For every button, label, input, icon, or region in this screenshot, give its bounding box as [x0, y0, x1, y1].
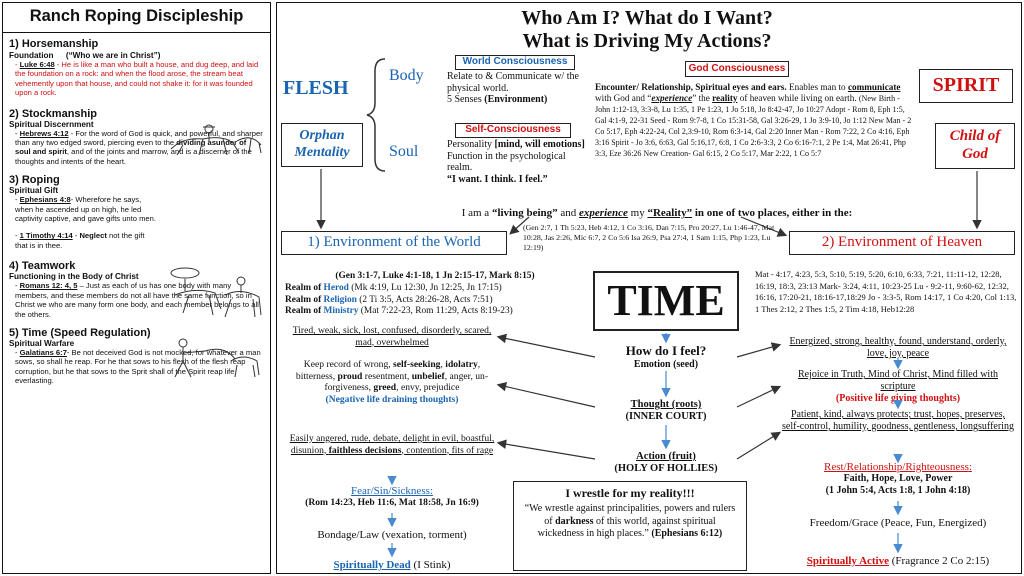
galatians-67-text: - Galatians 6:7- Be not deceived God is … — [15, 347, 261, 386]
section-stockmanship-sub: Spiritual Discernment — [9, 119, 94, 129]
positive-thoughts: Rejoice in Truth, Mind of Christ, Mind f… — [797, 369, 998, 404]
horse-rider-illustration — [170, 124, 262, 156]
negative-thoughts: Keep record of wrong, self-seeking, idol… — [295, 359, 489, 405]
main-panel: Who Am I? What do I Want? What is Drivin… — [276, 2, 1022, 574]
emotion-seed: Emotion (seed) — [633, 359, 699, 370]
living-being-statement: I am a “living being” and experience my … — [461, 207, 853, 219]
section-roping-heading: 3) Roping — [9, 174, 60, 187]
hebrews-412-text: - Hebrews 4:12 - For the word of God is … — [15, 128, 263, 166]
romans-12-text: - Romans 12: 4, 5 – Just as each of us h… — [15, 281, 259, 319]
section-horsemanship-heading: 1) Horsemanship — [9, 38, 99, 50]
section-teamwork-sub: Functioning in the Body of Christ — [9, 272, 139, 282]
body-label: Body — [389, 67, 424, 84]
environment-heaven-box: 2) Environment of Heaven — [789, 231, 1015, 255]
curly-brace — [366, 58, 386, 172]
world-consciousness-text: Relate to & Communicate w/ the physical … — [447, 71, 579, 105]
soul-label: Soul — [389, 143, 419, 160]
god-consciousness-box: God Consciousness — [685, 61, 789, 77]
how-do-i-feel: How do I feel? — [625, 343, 707, 358]
foundation-quote: (“Who we are in Christ”) — [65, 51, 161, 60]
luke-648-text: - Luke 6:48 - He is like a man who built… — [15, 60, 259, 98]
positive-emotions: Energized, strong, healthy, found, under… — [789, 336, 1007, 359]
positive-actions: Patient, kind, always protects; trust, h… — [782, 409, 1014, 432]
left-panel-title: Ranch Roping Discipleship — [3, 3, 270, 33]
luke-648-ref: Luke 6:48 — [19, 60, 55, 69]
negative-actions: Easily angered, rude, debate, delight in… — [289, 433, 495, 456]
section-time-heading: 5) Time (Speed Regulation) — [9, 326, 151, 339]
section-stockmanship-heading: 2) Stockmanship — [9, 107, 98, 120]
self-consciousness-text: Personality [mind, will emotions] Functi… — [447, 139, 585, 185]
spirit-label: SPIRIT — [919, 69, 1013, 103]
timothy-414-text: - 1 Timothy 4:14 - Neglect not the gift … — [15, 231, 145, 250]
self-consciousness-box: Self-Consciousness — [455, 123, 571, 138]
child-of-god-box: Child of God — [935, 123, 1015, 169]
wrestle-box: I wrestle for my reality!!! “We wrestle … — [513, 481, 747, 571]
spiritually-active: Spiritually Active (Fragrance 2 Co 2:15) — [806, 555, 990, 567]
rest-relationship: Rest/Relationship/Righteousness: Faith, … — [824, 461, 972, 496]
section-time-sub: Spiritual Warfare — [9, 338, 75, 348]
section-horsemanship-sub: Foundation (“Who we are in Christ”) — [9, 51, 264, 60]
spiritually-dead: Spiritually Dead (I Stink) — [333, 559, 451, 571]
action-fruit: Action (fruit) (HOLY OF HOLLIES) — [614, 451, 718, 474]
section-roping-sub: Spiritual Gift — [9, 186, 59, 196]
calf-roping-illustration — [174, 338, 260, 378]
negative-emotions: Tired, weak, sick, lost, confused, disor… — [292, 325, 492, 348]
world-realms: (Gen 3:1-7, Luke 4:1-18, 1 Jn 2:15-17, M… — [285, 271, 535, 317]
flesh-label: FLESH — [283, 77, 349, 99]
living-being-refs: (Gen 2:7, 1 Th 5:23, Heb 4:12, 1 Co 3:16… — [523, 223, 775, 252]
orphan-mentality-box: Orphan Mentality — [281, 123, 363, 167]
ephesians-48-text: - Ephesians 4:8- Wherefore he says, when… — [15, 195, 156, 224]
heaven-refs: Mat - 4:17, 4:23, 5:3, 5:10, 5:19, 5:20,… — [755, 269, 1017, 314]
time-box: TIME — [593, 271, 739, 331]
section-teamwork-heading: 4) Teamwork — [9, 260, 76, 273]
environment-world-box: 1) Environment of the World — [281, 231, 507, 255]
foundation-label: Foundation — [9, 51, 54, 60]
left-panel: Ranch Roping Discipleship 1) Horsemanshi… — [2, 2, 271, 574]
freedom-grace: Freedom/Grace (Peace, Fun, Energized) — [809, 517, 987, 529]
page-title: Who Am I? What do I Want? What is Drivin… — [521, 7, 773, 52]
thought-roots: Thought (roots) (INNER COURT) — [625, 399, 707, 422]
fear-sin-sickness: Fear/Sin/Sickness: (Rom 14:23, Heb 11:6,… — [305, 485, 479, 508]
world-consciousness-box: World Consciousness — [455, 55, 575, 70]
bondage-law: Bondage/Law (vexation, torment) — [317, 529, 467, 541]
god-consciousness-text: Encounter/ Relationship, Spiritual eyes … — [595, 82, 912, 158]
roping-riders-illustration — [170, 267, 262, 318]
